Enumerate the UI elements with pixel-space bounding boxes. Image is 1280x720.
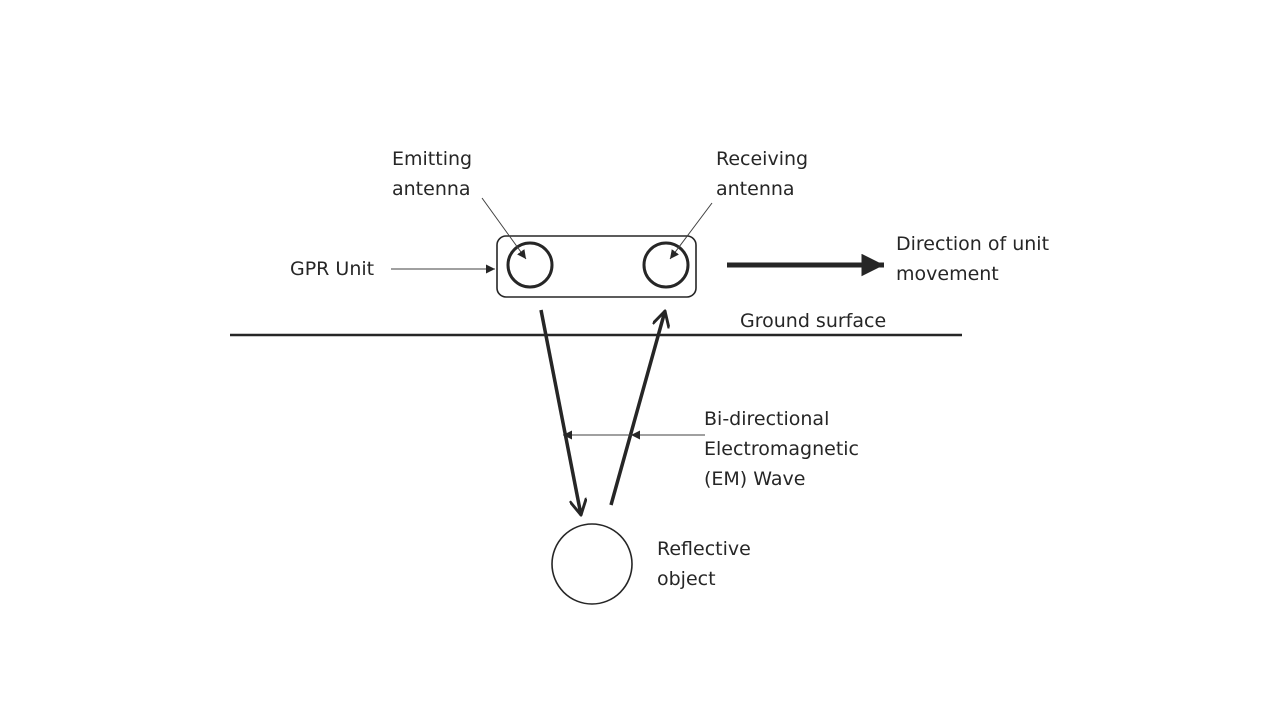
em-wave-label: Bi-directional Electromagnetic (EM) Wave bbox=[704, 408, 860, 490]
receiving-antenna-leader bbox=[669, 202, 713, 260]
em-wave-up-arrow bbox=[609, 311, 665, 506]
gpr-unit-box bbox=[496, 235, 697, 298]
em-wave-down-arrow bbox=[539, 309, 581, 515]
emitting-antenna-circle bbox=[506, 241, 554, 289]
direction-label: Direction of unit movement bbox=[896, 233, 1050, 285]
gpr-unit-label: GPR Unit bbox=[290, 258, 375, 280]
reflective-object-circle bbox=[551, 523, 633, 605]
emitting-antenna-label: Emitting antenna bbox=[392, 148, 473, 200]
emitting-antenna-leader bbox=[481, 197, 527, 260]
receiving-antenna-circle bbox=[642, 241, 690, 289]
reflective-object-label: Reflective object bbox=[657, 538, 751, 590]
receiving-antenna-label: Receiving antenna bbox=[716, 148, 809, 200]
ground-surface-label: Ground surface bbox=[740, 310, 887, 332]
